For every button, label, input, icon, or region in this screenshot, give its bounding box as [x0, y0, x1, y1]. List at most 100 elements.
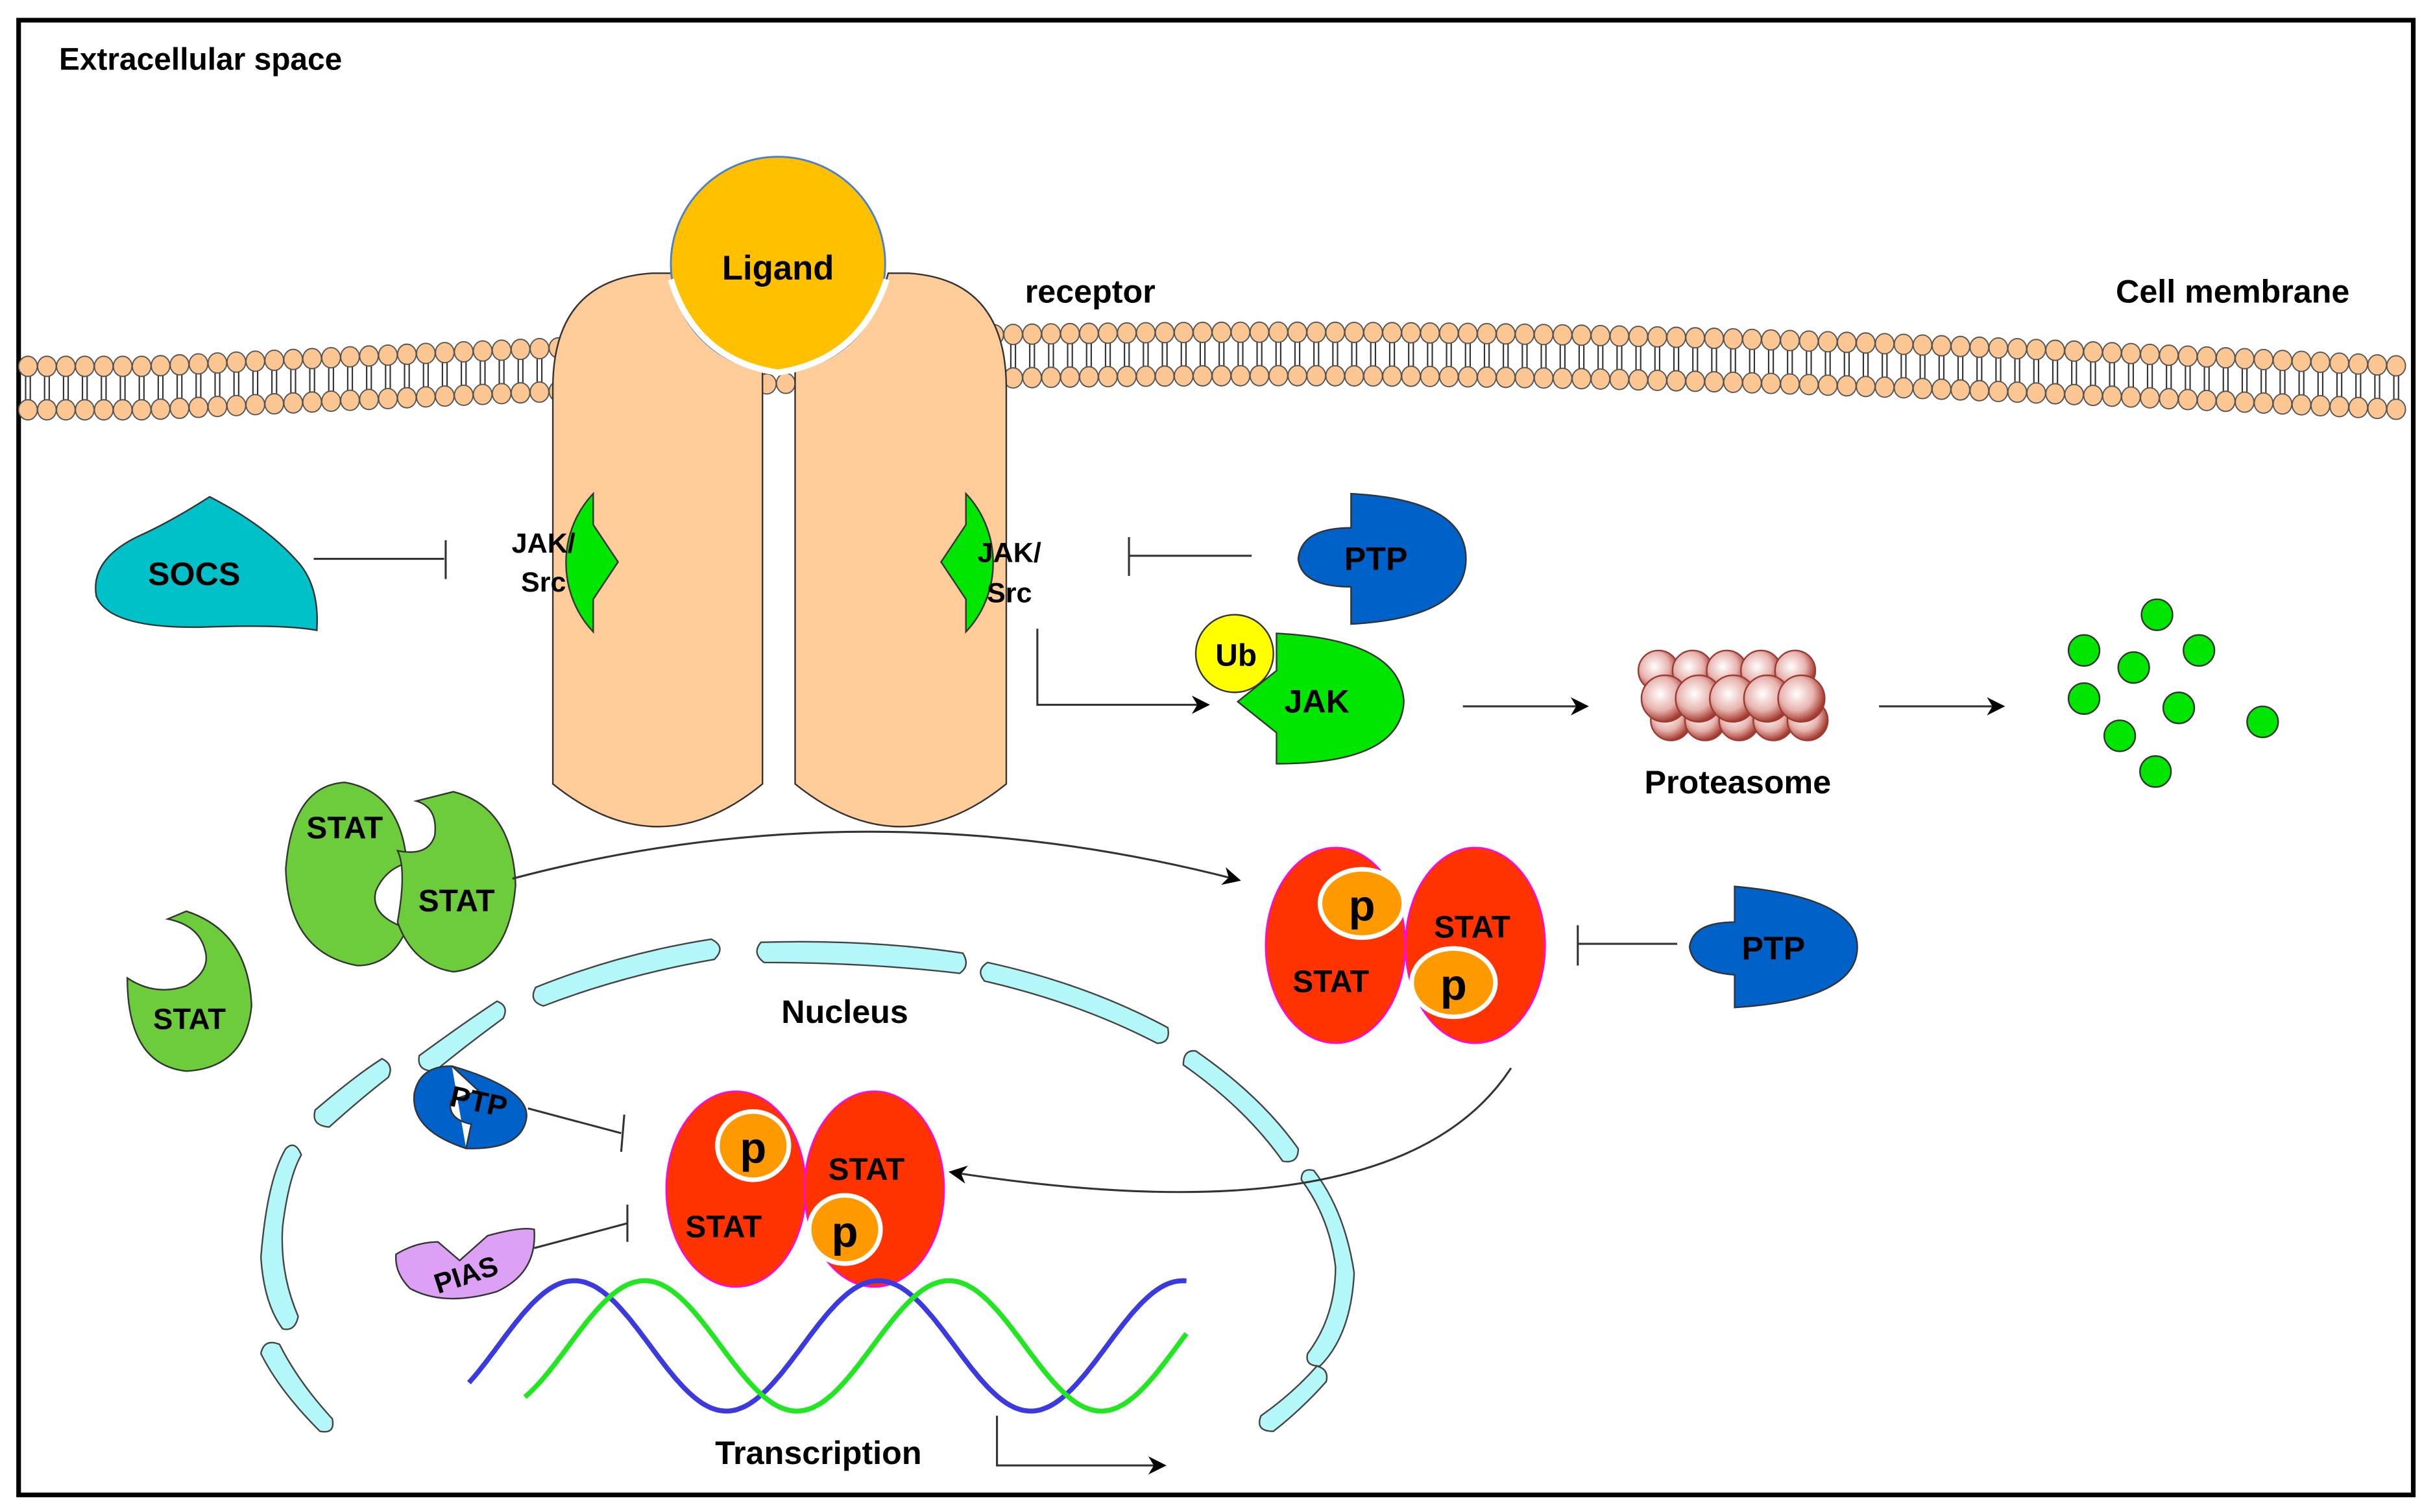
lipid-head [2253, 392, 2274, 414]
lipid-head [1249, 365, 1270, 387]
ubiquitinated-jak [1236, 632, 1405, 765]
lipid-head [415, 342, 436, 365]
stat-dimer-label-a: STAT [306, 811, 383, 845]
lipid-head [2386, 355, 2406, 377]
lipid-head [2291, 394, 2312, 416]
lipid-head [1211, 321, 1232, 343]
lipid-head [1438, 322, 1459, 344]
lipid-head [2026, 339, 2046, 361]
phospho-stat-dimer-cytoplasm: p p STAT STAT [1265, 846, 1546, 1044]
peptide-fragment [2140, 598, 2174, 631]
lipid-head [1117, 365, 1137, 387]
lipid-head [1571, 324, 1592, 346]
lipid-head [2348, 353, 2369, 375]
stat-activation-arrow [512, 830, 1241, 885]
lipid-head [1363, 322, 1383, 344]
lipid-head [1041, 366, 1061, 389]
extracellular-space-label: Extracellular space [59, 43, 342, 77]
lipid-head [1969, 379, 1990, 402]
lipid-head [1874, 376, 1895, 398]
ptp-top-label: PTP [1344, 540, 1408, 577]
lipid-head [359, 345, 380, 367]
lipid-head [188, 396, 209, 418]
lipid-head [1742, 372, 1762, 394]
lipid-head [2216, 390, 2236, 413]
jak-src-left [565, 492, 620, 634]
lipid-head [491, 383, 512, 405]
lipid-head [1666, 326, 1686, 348]
lipid-head [472, 340, 493, 362]
stat-active-label-a: STAT [1292, 965, 1369, 999]
lipid-head [435, 385, 455, 407]
transcription-start-arrow [996, 1415, 1167, 1475]
lipid-head [1799, 374, 1819, 396]
proteasome-label: Proteasome [1644, 764, 1831, 800]
lipid-head [1098, 322, 1118, 344]
lipid-head [454, 341, 474, 363]
lipid-head [1685, 327, 1706, 349]
lipid-head [321, 390, 341, 412]
receptor [551, 272, 1008, 828]
lipid-head [245, 394, 265, 416]
lipid-head [1193, 321, 1213, 343]
lipid-head [1647, 326, 1667, 348]
lipid-head [1306, 321, 1327, 343]
stat-nuclear-translocation-arrow [949, 1067, 1512, 1194]
lipid-head [1609, 325, 1630, 347]
lipid-head [2102, 342, 2122, 364]
lipid-head [1628, 326, 1649, 348]
lipid-head [1287, 365, 1307, 387]
lipid-head [2045, 383, 2065, 405]
lipid-head [321, 346, 341, 368]
lipid-head [131, 355, 152, 378]
lipid-head [1344, 365, 1364, 387]
lipid-head [283, 348, 304, 370]
lipid-head [1533, 367, 1554, 389]
phospho-label: p [740, 1124, 766, 1173]
socs-label: SOCS [148, 556, 240, 592]
pias-inhibition-line [533, 1222, 628, 1249]
lipid-head [151, 355, 171, 377]
lipid-head [2064, 340, 2085, 362]
lipid-head [1060, 366, 1080, 388]
receptor-label: receptor [1025, 274, 1156, 310]
lipid-head [1079, 366, 1099, 388]
jak-to-ub-arrow [1036, 629, 1210, 714]
lipid-head [2310, 394, 2331, 416]
lipid-head [226, 394, 247, 416]
envelope-segment [260, 1341, 334, 1433]
lipid-head [1988, 380, 2009, 402]
ptp-top-protein [1297, 492, 1467, 625]
jak-src-right-label-1: JAK/ [978, 537, 1041, 568]
lipid-head [283, 392, 304, 414]
lipid-head [2329, 396, 2349, 418]
peptide-fragment [2139, 755, 2172, 788]
lipid-head [2329, 352, 2349, 374]
lipid-head [340, 389, 360, 411]
lipid-head [1893, 377, 1914, 399]
lipid-head [1060, 322, 1080, 344]
proteasome [1637, 649, 1829, 741]
dna-double-helix [466, 1278, 1189, 1414]
lipid-head [1874, 333, 1895, 355]
lipid-head [302, 391, 322, 413]
lipid-head [1230, 321, 1251, 343]
lipid-head [2367, 398, 2388, 420]
lipid-head [1856, 332, 1876, 354]
peptide-fragment [2183, 634, 2216, 667]
lipid-head [435, 342, 455, 364]
lipid-head [264, 350, 285, 372]
lipid-head [1306, 365, 1327, 387]
lipid-head [2045, 339, 2065, 361]
stat-active-label-b: STAT [1434, 911, 1510, 945]
lipid-head [1344, 321, 1364, 343]
lipid-head [226, 351, 247, 373]
phospho-label: p [1440, 961, 1467, 1009]
dna-strand [523, 1278, 1189, 1414]
lipid-head [1685, 370, 1706, 392]
pias-protein [394, 1228, 535, 1300]
lipid-head [2272, 393, 2293, 415]
lipid-head [2272, 350, 2293, 372]
ligand-label: Ligand [722, 249, 834, 287]
lipid-head [2007, 381, 2028, 403]
